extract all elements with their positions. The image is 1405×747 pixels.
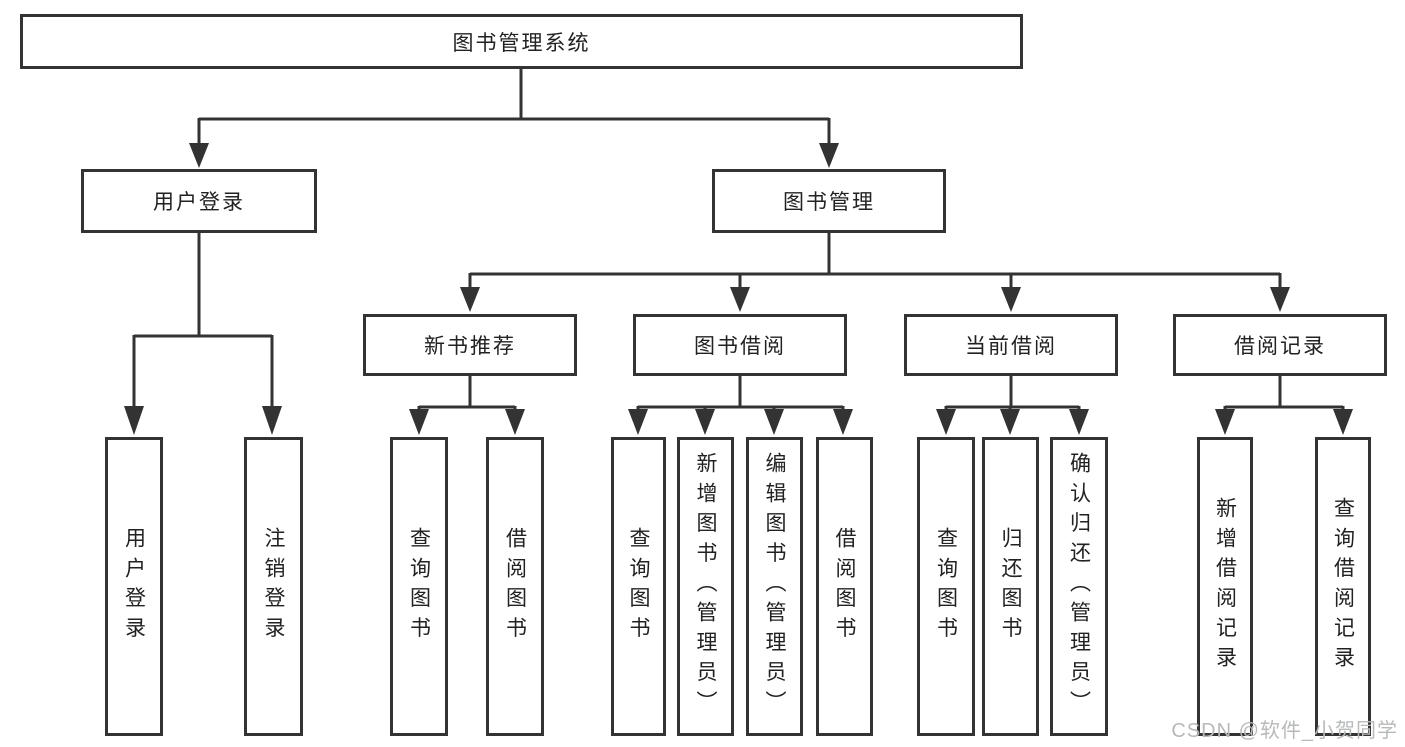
node-add-books-admin: 新增图书（管理员） [677,437,734,736]
node-borrow-books-1: 借阅图书 [486,437,544,736]
node-book-borrow: 图书借阅 [633,314,847,376]
leaf-label: 查询图书 [407,526,431,647]
node-edit-books-admin: 编辑图书（管理员） [746,437,803,736]
node-borrow-records: 借阅记录 [1173,314,1387,376]
node-confirm-return-admin: 确认归还（管理员） [1050,437,1108,736]
leaf-label: 查询图书 [627,526,650,647]
leaf-label: 编辑图书（管理员） [763,452,786,721]
node-logout: 注销登录 [244,437,303,736]
node-query-borrow-record: 查询借阅记录 [1315,437,1371,736]
leaf-label: 新增借阅记录 [1213,497,1237,676]
node-query-books-2: 查询图书 [611,437,666,736]
leaf-label: 查询借阅记录 [1331,497,1355,676]
node-add-borrow-record: 新增借阅记录 [1197,437,1253,736]
node-root: 图书管理系统 [20,14,1023,69]
node-user-login: 用户登录 [81,169,317,233]
node-query-books-3: 查询图书 [917,437,975,736]
leaf-label: 借阅图书 [833,526,856,647]
leaf-label: 归还图书 [999,526,1022,647]
leaf-label: 注销登录 [262,526,285,647]
leaf-label: 查询图书 [934,526,958,647]
node-borrow-books-2: 借阅图书 [816,437,873,736]
node-user-login-leaf: 用户登录 [105,437,163,736]
leaf-label: 借阅图书 [503,526,527,647]
node-current-borrow: 当前借阅 [904,314,1118,376]
node-book-management: 图书管理 [712,169,946,233]
leaf-label: 确认归还（管理员） [1067,452,1091,721]
node-new-book-recommend: 新书推荐 [363,314,577,376]
node-return-books: 归还图书 [982,437,1039,736]
leaf-label: 用户登录 [122,526,146,647]
watermark: CSDN @软件_小贺同学 [1171,720,1398,742]
node-query-books-1: 查询图书 [390,437,448,736]
leaf-label: 新增图书（管理员） [694,452,717,721]
